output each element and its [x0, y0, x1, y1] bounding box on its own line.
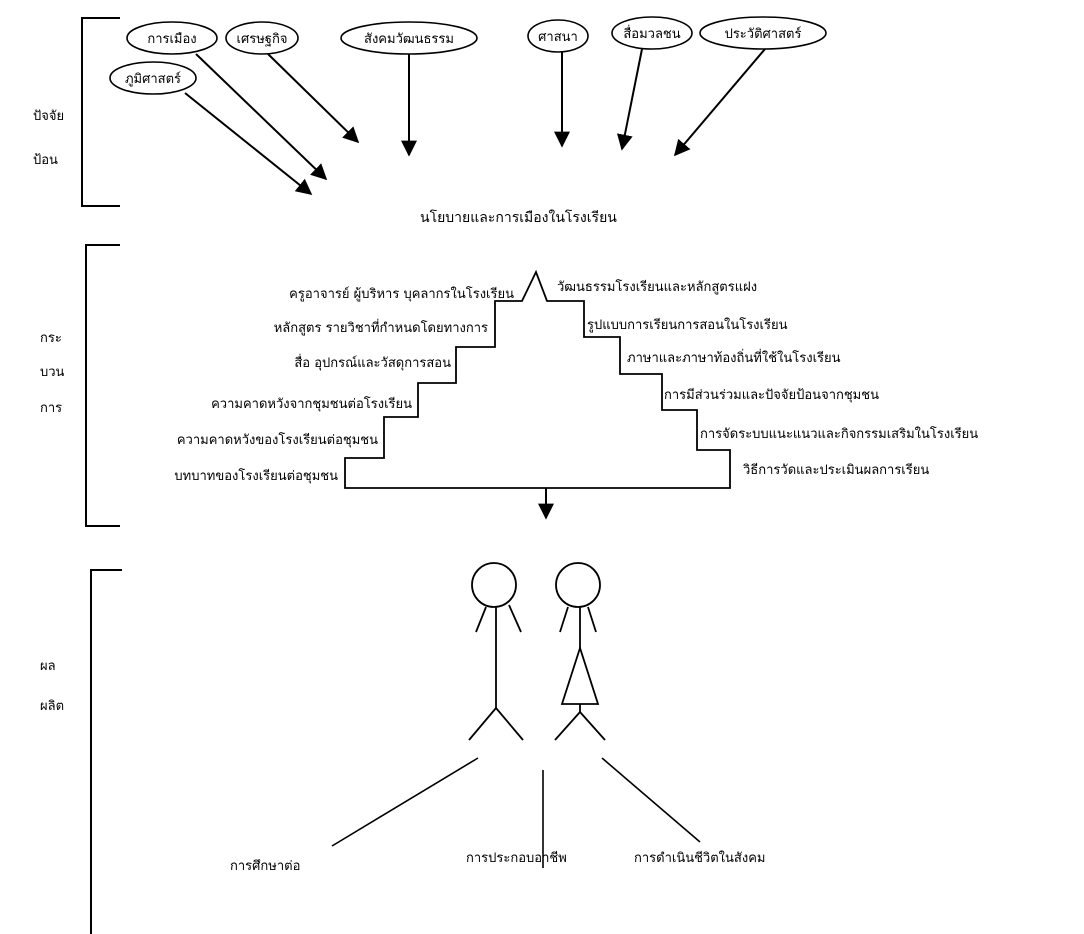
- arrow-history: [673, 48, 766, 157]
- arrow-politics: [195, 53, 328, 181]
- input-section-bracket: [81, 17, 120, 207]
- arrow-mass-media: [616, 48, 643, 151]
- process-right-step-2: รูปแบบการเรียนการสอนในโรงเรียน: [587, 317, 788, 333]
- svg-text:ประวัติศาสตร์: ประวัติศาสตร์: [725, 26, 802, 42]
- process-left-step-3: สื่อ อุปกรณ์และวัสดุการสอน: [294, 354, 451, 371]
- line-social-living: [601, 757, 701, 843]
- factor-religion: ศาสนา: [527, 19, 589, 53]
- process-side-label-line-2: บวน: [40, 365, 65, 380]
- output-section-bracket: [90, 569, 122, 934]
- process-right-step-4: การมีส่วนร่วมและปัจจัยป้อนจากชุมชน: [664, 387, 879, 403]
- arrow-geography: [184, 92, 313, 196]
- outcome-social-living: การดำเนินชีวิตในสังคม: [634, 850, 765, 866]
- output-side-label-line-1: ผล: [40, 659, 56, 674]
- factor-society-culture: สังคมวัฒนธรรม: [340, 21, 478, 55]
- outcome-further-education: การศึกษาต่อ: [230, 859, 300, 874]
- outcome-occupation: การประกอบอาชีพ: [466, 850, 567, 866]
- process-left-step-4: ความคาดหวังจากชุมชนต่อโรงเรียน: [211, 396, 412, 412]
- process-right-step-3: ภาษาและภาษาท้องถิ่นที่ใช้ในโรงเรียน: [627, 349, 841, 366]
- svg-text:การเมือง: การเมือง: [147, 31, 196, 47]
- female-figure: [554, 562, 606, 741]
- process-side-label-line-3: การ: [40, 401, 62, 416]
- svg-text:ศาสนา: ศาสนา: [538, 30, 578, 45]
- process-left-step-5: ความคาดหวังของโรงเรียนต่อชุมชน: [177, 432, 378, 448]
- male-figure: [468, 562, 524, 741]
- line-further-education: [331, 757, 479, 847]
- process-right-step-5: การจัดระบบแนะแนวและกิจกรรมเสริมในโรงเรีย…: [700, 426, 978, 442]
- policy-label: นโยบายและการเมืองในโรงเรียน: [420, 209, 617, 226]
- arrow-economy: [267, 53, 360, 144]
- factor-geography: ภูมิศาสตร์: [109, 61, 197, 95]
- process-side-label-line-1: กระ: [40, 331, 62, 346]
- process-left-step-1: ครูอาจารย์ ผู้บริหาร บุคลากรในโรงเรียน: [289, 286, 514, 302]
- svg-text:สื่อมวลชน: สื่อมวลชน: [623, 25, 680, 42]
- process-pyramid-outline: [344, 269, 731, 489]
- output-side-label-line-2: ผลิต: [40, 699, 64, 714]
- svg-text:ภูมิศาสตร์: ภูมิศาสตร์: [125, 71, 181, 87]
- factor-politics: การเมือง: [126, 21, 218, 55]
- input-side-label-line-1: ปัจจัย: [33, 109, 64, 124]
- svg-text:เศรษฐกิจ: เศรษฐกิจ: [237, 32, 288, 47]
- input-side-label-line-2: ป้อน: [33, 153, 58, 168]
- factor-mass-media: สื่อมวลชน: [611, 16, 693, 50]
- process-right-step-1: วัฒนธรรมโรงเรียนและหลักสูตรแฝง: [557, 279, 757, 295]
- process-right-step-6: วิธีการวัดและประเมินผลการเรียน: [742, 462, 929, 478]
- outcome-lines: [331, 757, 701, 868]
- factor-economy: เศรษฐกิจ: [225, 21, 299, 55]
- process-left-step-2: หลักสูตร รายวิชาที่กำหนดโดยทางการ: [274, 319, 488, 336]
- input-arrows: [184, 48, 766, 196]
- factor-history: ประวัติศาสตร์: [699, 16, 827, 50]
- svg-text:สังคมวัฒนธรรม: สังคมวัฒนธรรม: [364, 32, 454, 47]
- process-section-bracket: [85, 244, 120, 527]
- process-left-step-6: บทบาทของโรงเรียนต่อชุมชน: [174, 468, 338, 484]
